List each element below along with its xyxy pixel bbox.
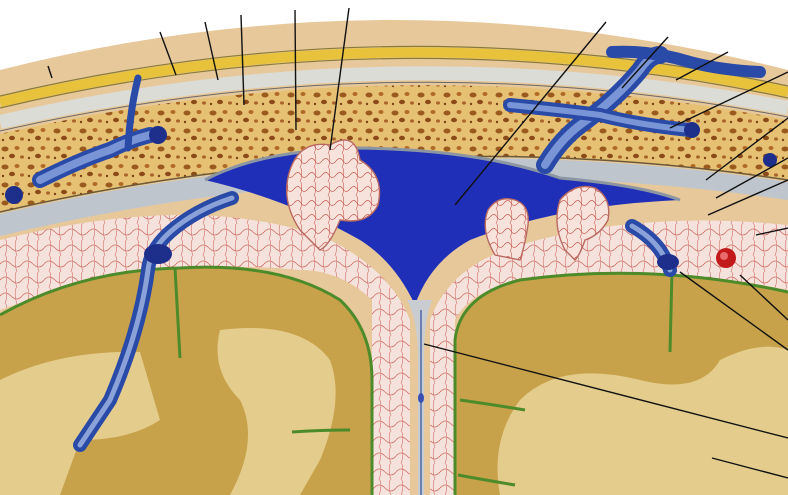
bridging-vein-right-lumen bbox=[657, 254, 679, 270]
diploic-vein-left-opening bbox=[149, 126, 167, 144]
diploic-vein-right-opening bbox=[684, 122, 700, 138]
cortical-artery-highlight bbox=[720, 252, 728, 260]
leader-line-5 bbox=[295, 10, 296, 130]
falx-small-vessel bbox=[418, 393, 424, 403]
right-sulcus-1 bbox=[670, 270, 672, 352]
diploic-vein-edge bbox=[5, 186, 23, 204]
bridging-vein-left-lumen bbox=[144, 244, 172, 264]
